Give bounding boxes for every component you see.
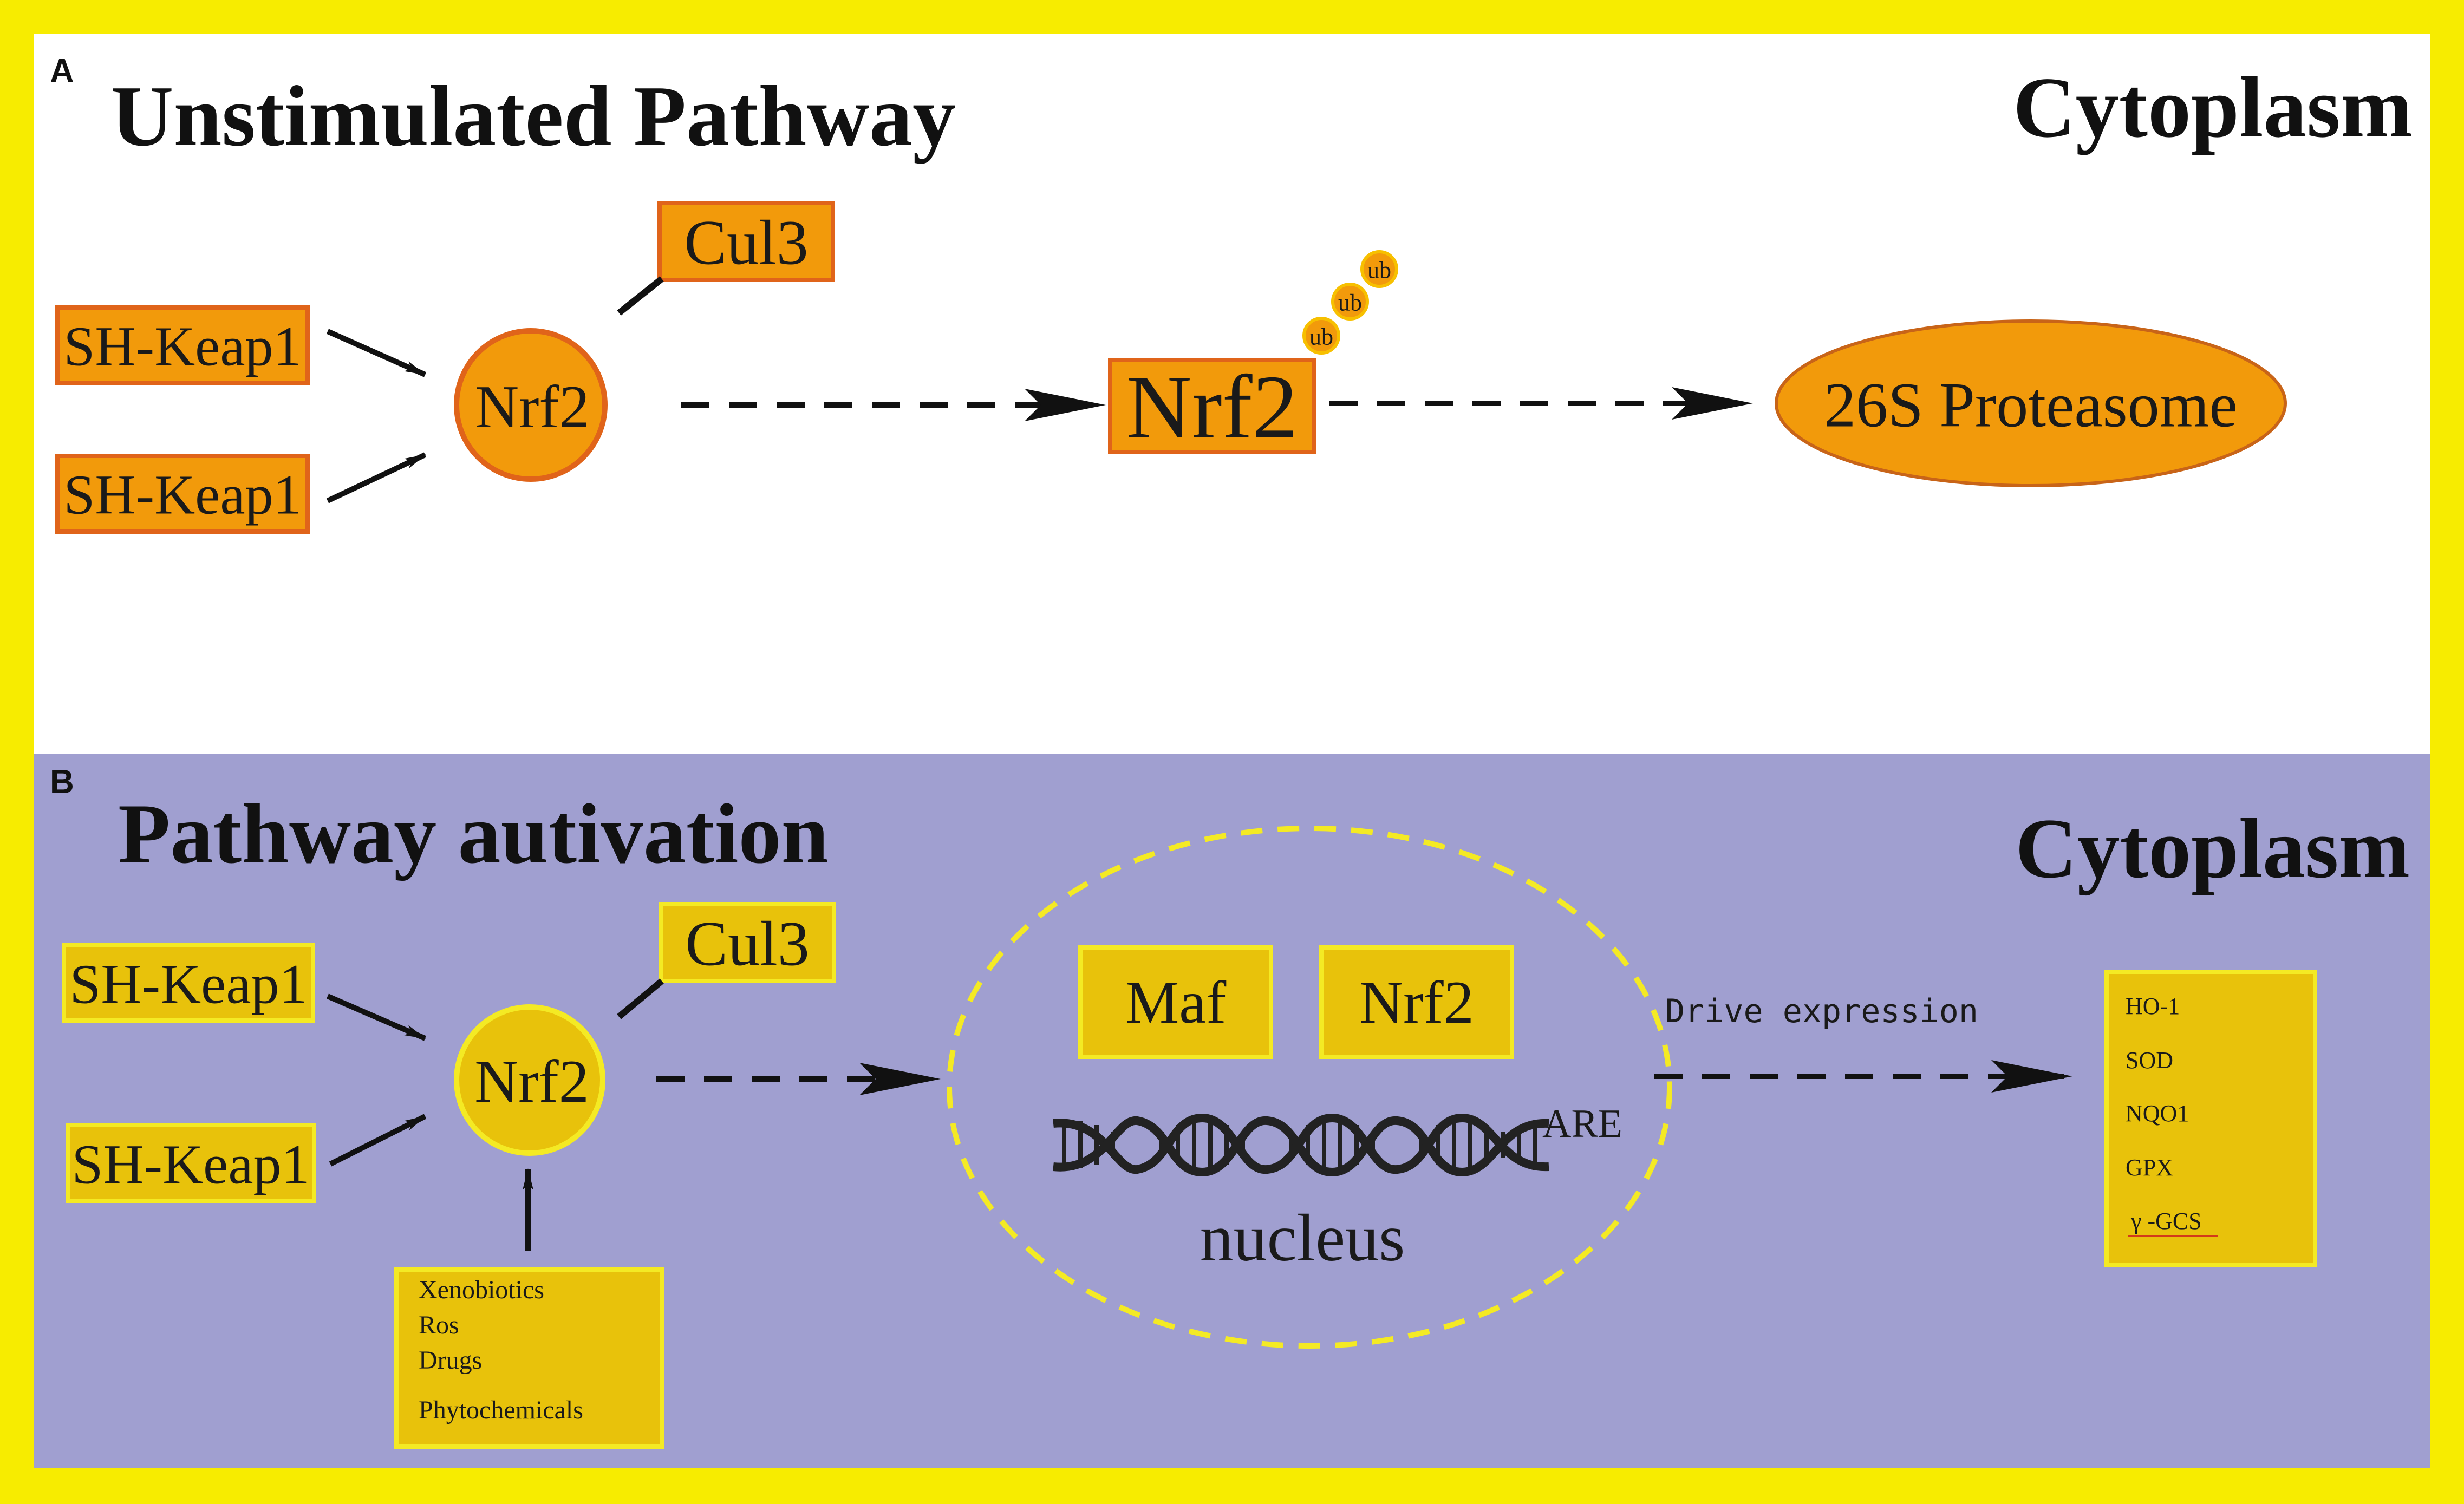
stimulus-xenobiotics: Xenobiotics (419, 1276, 544, 1304)
panel-a-location: Cytoplasm (2013, 59, 2413, 155)
keap1-label-b-top: SH-Keap1 (69, 953, 307, 1016)
nrf2-circle-a (454, 328, 608, 482)
cul3-label-b: Cul3 (685, 908, 810, 979)
panel-a-letter: A (50, 53, 74, 90)
gene-sod: SOD (2126, 1047, 2173, 1074)
panel-b-location: Cytoplasm (2015, 801, 2410, 896)
keap1-box-a-top (55, 305, 310, 385)
gene-nqo1: NQO1 (2126, 1100, 2189, 1127)
arrow-keap1-bottom-to-nrf2-a (326, 452, 427, 503)
keap1-label-b-bottom: SH-Keap1 (71, 1134, 309, 1196)
keap1-label-a-top: SH-Keap1 (63, 316, 301, 378)
proteasome-label: 26S Proteasome (1824, 370, 2238, 441)
gene-ho1: HO-1 (2126, 993, 2180, 1019)
ubiquitin-circle-1 (1302, 317, 1340, 355)
panel-a-title: Unstimulated Pathway (111, 68, 956, 164)
cul3-box-b (659, 902, 836, 983)
cul3-link-a (617, 276, 664, 316)
keap1-box-a-bottom (55, 454, 310, 534)
gene-gamma-gcs: γ -GCS (2130, 1208, 2202, 1234)
ubiquitin-circle-2 (1331, 283, 1369, 321)
cul3-box-a (657, 201, 835, 282)
are-label: ARE (1542, 1102, 1622, 1146)
ubiquitin-label-1: ub (1309, 324, 1333, 350)
maf-label: Maf (1125, 969, 1227, 1036)
arrow-keap1-top-to-nrf2-b (327, 993, 426, 1041)
keap1-box-b-bottom (66, 1123, 316, 1203)
arrow-keap1-top-to-nrf2-a (326, 329, 427, 377)
nrf2-nuclear-label: Nrf2 (1359, 969, 1474, 1036)
keap1-label-a-bottom: SH-Keap1 (63, 464, 301, 526)
proteasome-ellipse (1775, 319, 2287, 487)
nucleus-label: nucleus (1200, 1201, 1405, 1275)
stimulus-drugs: Drugs (419, 1346, 482, 1375)
nrf2-ub-box (1108, 358, 1316, 454)
nrf2-circle-b (454, 1004, 605, 1156)
cul3-label-a: Cul3 (684, 207, 809, 278)
nrf2-ub-label: Nrf2 (1126, 357, 1298, 457)
keap1-box-b-top (62, 943, 315, 1023)
nrf2-nuclear-box (1319, 945, 1514, 1059)
nrf2-circle-label-a: Nrf2 (475, 374, 589, 441)
target-genes-box (2104, 970, 2317, 1267)
panel-b: B Pathway autivation Cytoplasm SH-Keap1 … (50, 763, 2410, 1449)
nucleus-membrane (947, 826, 1672, 1349)
stimulus-phytochemicals: Phytochemicals (419, 1396, 583, 1424)
ubiquitin-circle-3 (1360, 250, 1398, 288)
ubiquitin-label-2: ub (1338, 290, 1362, 316)
panel-a: A Unstimulated Pathway Cytoplasm SH-Keap… (50, 53, 2413, 534)
stimuli-box (394, 1267, 664, 1449)
dna-helix-icon (1053, 1113, 1549, 1177)
gene-gpx: GPX (2126, 1154, 2173, 1181)
panel-b-title: Pathway autivation (118, 787, 829, 881)
ubiquitin-label-3: ub (1367, 257, 1391, 284)
arrow-keap1-bottom-to-nrf2-b (329, 1114, 427, 1167)
nrf2-circle-label-b: Nrf2 (474, 1048, 589, 1115)
stimulus-ros: Ros (419, 1311, 459, 1339)
drive-expression-label: Drive expression (1665, 992, 1978, 1030)
cul3-link-b (617, 978, 664, 1019)
maf-box (1078, 945, 1273, 1059)
panel-b-letter: B (50, 763, 74, 801)
